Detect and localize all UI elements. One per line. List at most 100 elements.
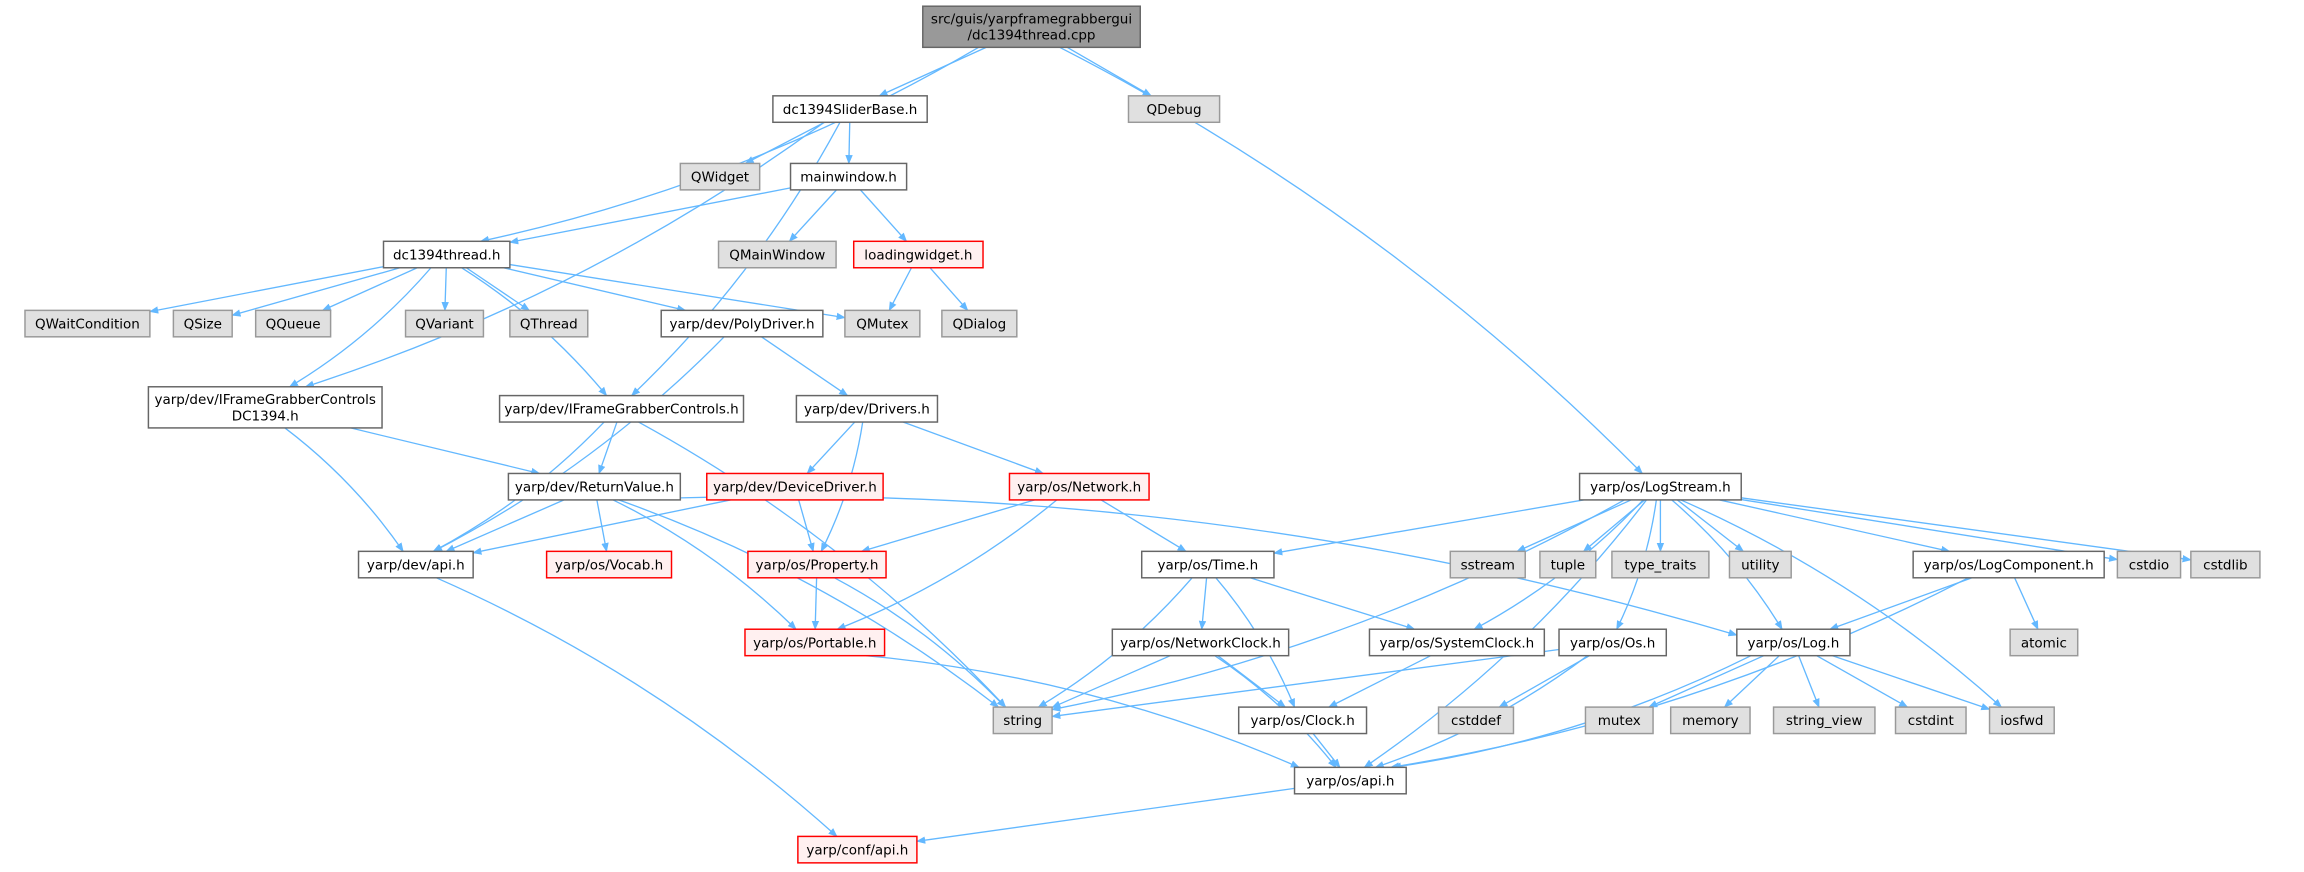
node-time[interactable]: yarp/os/Time.h — [1140, 550, 1275, 579]
edge-devicedriver-to-property — [798, 499, 815, 553]
node-os[interactable]: yarp/os/Os.h — [1558, 628, 1668, 657]
node-devicedriver[interactable]: yarp/dev/DeviceDriver.h — [706, 472, 884, 501]
node-box — [498, 394, 745, 423]
edge-logstream-to-string — [1051, 499, 1625, 712]
node-label: QMainWindow — [729, 247, 825, 263]
edge-logstream-to-sstream — [1516, 499, 1632, 552]
node-type_traits: type_traits — [1611, 550, 1710, 579]
node-label: yarp/os/Network.h — [1017, 480, 1141, 496]
node-property[interactable]: yarp/os/Property.h — [747, 550, 887, 579]
node-networkclock[interactable]: yarp/os/NetworkClock.h — [1111, 628, 1290, 657]
node-loadingwidget[interactable]: loadingwidget.h — [852, 240, 984, 269]
node-label: yarp/dev/IFrameGrabberControls — [154, 392, 375, 408]
node-box — [404, 309, 485, 338]
node-drivers[interactable]: yarp/dev/Drivers.h — [795, 394, 939, 423]
edge-logcomponent-to-log — [1829, 577, 1973, 630]
node-label: cstdlib — [2203, 557, 2247, 573]
edge-ifgcdc-to-devapi — [284, 427, 404, 553]
node-box — [1736, 628, 1851, 657]
node-box — [2009, 628, 2079, 657]
edge-logcomponent-to-atomic — [2014, 577, 2039, 631]
node-qvariant: QVariant — [404, 309, 485, 338]
node-mutex: mutex — [1584, 706, 1654, 735]
node-layer: src/guis/yarpframegrabbergui/dc1394threa… — [24, 5, 2261, 864]
edge-log-to-osapi — [1391, 655, 1752, 770]
node-qwidget: QWidget — [679, 162, 761, 191]
node-label: QDialog — [953, 316, 1007, 332]
node-box — [941, 309, 1018, 338]
node-logcomponent[interactable]: yarp/os/LogComponent.h — [1912, 550, 2105, 579]
node-box — [744, 628, 886, 657]
node-box — [772, 95, 928, 124]
edge-thread-to-qvariant — [441, 267, 449, 312]
node-polydriver[interactable]: yarp/dev/PolyDriver.h — [660, 309, 824, 338]
node-qwaitcondition: QWaitCondition — [24, 309, 151, 338]
node-qthread: QThread — [509, 309, 589, 338]
node-label: string_view — [1786, 713, 1863, 729]
node-box — [172, 309, 233, 338]
edge-thread-to-qqueue — [321, 267, 418, 311]
node-box — [24, 309, 151, 338]
node-box — [1988, 706, 2055, 735]
node-label: yarp/dev/ReturnValue.h — [515, 480, 674, 496]
node-log[interactable]: yarp/os/Log.h — [1736, 628, 1851, 657]
node-label: src/guis/yarpframegrabbergui — [931, 12, 1132, 28]
node-logstream[interactable]: yarp/os/LogStream.h — [1578, 472, 1742, 501]
node-portable[interactable]: yarp/os/Portable.h — [744, 628, 886, 657]
edge-log-to-string_view — [1798, 655, 1820, 708]
edge-log-to-iosfwd — [1831, 655, 1991, 711]
node-cstddef: cstddef — [1437, 706, 1515, 735]
node-box — [797, 835, 918, 864]
node-box — [844, 309, 921, 338]
edge-log-to-mutex — [1647, 655, 1765, 708]
edge-property-to-portable — [811, 577, 820, 631]
edge-thread-to-qthread — [465, 267, 531, 311]
edge-devicedriver-to-devapi — [472, 499, 731, 555]
node-string_view: string_view — [1772, 706, 1876, 735]
node-box — [2116, 550, 2182, 579]
node-confapi[interactable]: yarp/conf/api.h — [797, 835, 918, 864]
node-osapi[interactable]: yarp/os/api.h — [1293, 766, 1407, 795]
node-box — [922, 5, 1141, 49]
node-label: mainwindow.h — [800, 170, 897, 186]
node-label: yarp/os/Portable.h — [753, 635, 876, 651]
node-root[interactable]: src/guis/yarpframegrabbergui/dc1394threa… — [922, 5, 1141, 49]
node-returnvalue[interactable]: yarp/dev/ReturnValue.h — [507, 472, 682, 501]
node-box — [1611, 550, 1710, 579]
node-box — [1669, 706, 1751, 735]
node-systemclock[interactable]: yarp/os/SystemClock.h — [1368, 628, 1546, 657]
edge-root-to-thread — [479, 46, 980, 244]
node-label: yarp/os/Vocab.h — [555, 557, 663, 573]
node-devapi[interactable]: yarp/dev/api.h — [357, 550, 474, 579]
edge-thread-to-qwaitcondition — [148, 266, 384, 314]
node-label: yarp/dev/DeviceDriver.h — [713, 480, 877, 496]
node-vocab[interactable]: yarp/os/Vocab.h — [545, 550, 673, 579]
edge-portable-to-osapi — [865, 655, 1300, 768]
node-box — [1437, 706, 1515, 735]
edge-returnvalue-to-vocab — [596, 499, 609, 553]
node-network[interactable]: yarp/os/Network.h — [1008, 472, 1150, 501]
node-label: QMutex — [856, 316, 908, 332]
node-box — [747, 550, 887, 579]
edge-property-to-string — [834, 577, 1006, 708]
edge-polydriver-to-devapi — [432, 336, 725, 552]
edge-clock-to-osapi — [1312, 733, 1341, 769]
node-label: yarp/dev/Drivers.h — [804, 402, 930, 418]
node-qmainwindow: QMainWindow — [717, 240, 837, 269]
node-box — [852, 240, 984, 269]
node-cstdlib: cstdlib — [2190, 550, 2261, 579]
node-thread[interactable]: dc1394thread.h — [382, 240, 511, 269]
node-ifgc[interactable]: yarp/dev/IFrameGrabberControls.h — [498, 394, 745, 423]
node-box — [507, 472, 682, 501]
node-label: memory — [1682, 713, 1738, 729]
edge-polydriver-to-drivers — [761, 336, 849, 397]
node-sliderbase[interactable]: dc1394SliderBase.h — [772, 95, 928, 124]
edge-sliderbase-to-qwidget — [744, 121, 825, 165]
edge-returnvalue-to-devapi — [445, 499, 565, 552]
node-box — [1578, 472, 1742, 501]
node-mainwindow[interactable]: mainwindow.h — [789, 162, 908, 191]
node-clock[interactable]: yarp/os/Clock.h — [1237, 706, 1368, 735]
node-label: loadingwidget.h — [864, 247, 972, 263]
